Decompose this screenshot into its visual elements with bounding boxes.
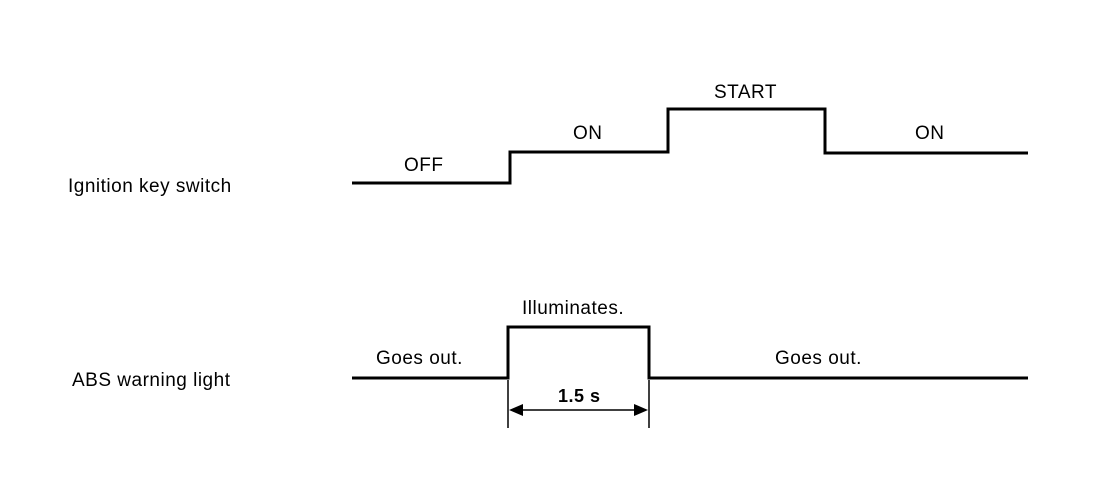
ignition-off-label: OFF — [404, 155, 444, 176]
ignition-start-label: START — [714, 82, 777, 103]
duration-arrow-left — [509, 404, 523, 416]
abs-goes-out-label-2: Goes out. — [775, 348, 862, 369]
abs-illuminates-label: Illuminates. — [522, 298, 624, 319]
ignition-on-label-2: ON — [915, 123, 945, 144]
abs-goes-out-label-1: Goes out. — [376, 348, 463, 369]
duration-label: 1.5 s — [558, 386, 601, 406]
abs-row-label: ABS warning light — [72, 370, 231, 391]
ignition-row-label: Ignition key switch — [68, 176, 232, 197]
ignition-on-label-1: ON — [573, 123, 603, 144]
ignition-waveform — [352, 107, 1028, 185]
abs-waveform — [352, 325, 1028, 380]
duration-arrow-right — [634, 404, 648, 416]
